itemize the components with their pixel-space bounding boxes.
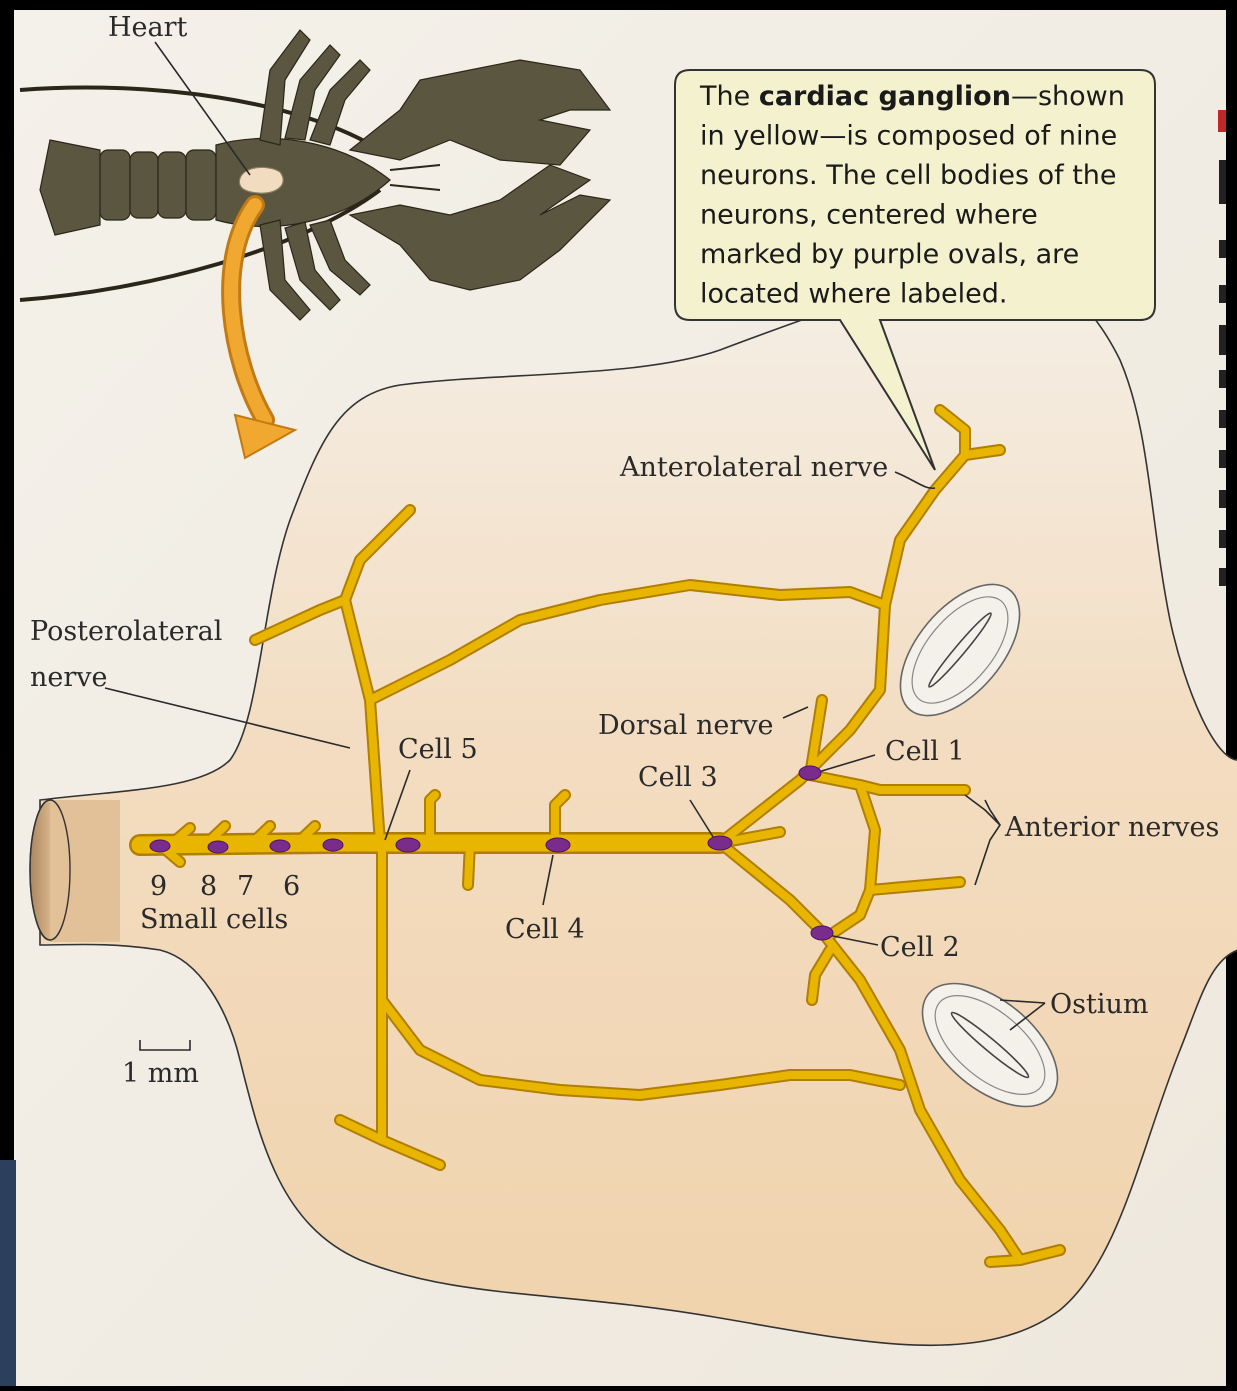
cell-body-1 (799, 766, 821, 780)
anterior-nerves-label: Anterior nerves (1004, 812, 1219, 843)
vessel-tube (50, 800, 120, 942)
callout-line: neurons. The cell bodies of the (700, 160, 1117, 191)
small-cell-number-9: 9 (150, 871, 167, 902)
cell4-label: Cell 4 (505, 914, 585, 945)
scale-bar-label: 1 mm (122, 1058, 199, 1089)
cell-body-9 (150, 840, 170, 852)
nerve-branch (468, 843, 470, 885)
callout-line: marked by purple ovals, are (700, 239, 1079, 270)
small-cell-number-7: 7 (237, 871, 254, 902)
cell-body-2 (811, 926, 833, 940)
dorsal-nerve-label: Dorsal nerve (598, 710, 774, 741)
heart-label: Heart (108, 12, 188, 43)
cell-body-8 (208, 841, 228, 853)
anterolateral-nerve-label: Anterolateral nerve (619, 452, 888, 483)
cell1-label: Cell 1 (885, 736, 965, 767)
callout-line: located where labeled. (700, 279, 1007, 310)
ostium-label: Ostium (1050, 989, 1148, 1020)
heart-spot (239, 167, 283, 193)
posterolateral-nerve-label: Posterolateral (30, 616, 222, 647)
nerve-branch (965, 450, 1000, 455)
cell-body-5 (396, 838, 420, 852)
callout-line: neurons, centered where (700, 200, 1038, 231)
nerve-branch (990, 1260, 1020, 1262)
cell-body-4 (546, 838, 570, 852)
cell5-label: Cell 5 (398, 734, 478, 765)
cell3-label: Cell 3 (638, 762, 718, 793)
cell-body-7 (270, 840, 290, 852)
posterolateral-nerve-label-line2: nerve (30, 662, 108, 693)
left-shadow (0, 1160, 16, 1386)
small-cells-label: Small cells (140, 904, 288, 935)
small-cell-number-6: 6 (283, 871, 300, 902)
small-cell-number-8: 8 (200, 871, 217, 902)
cell-body-3 (708, 836, 732, 850)
cell-body-6 (323, 839, 343, 851)
callout-line: in yellow—is composed of nine (700, 121, 1117, 152)
callout-line: The cardiac ganglion—shown (699, 81, 1125, 112)
cell2-label: Cell 2 (880, 932, 960, 963)
